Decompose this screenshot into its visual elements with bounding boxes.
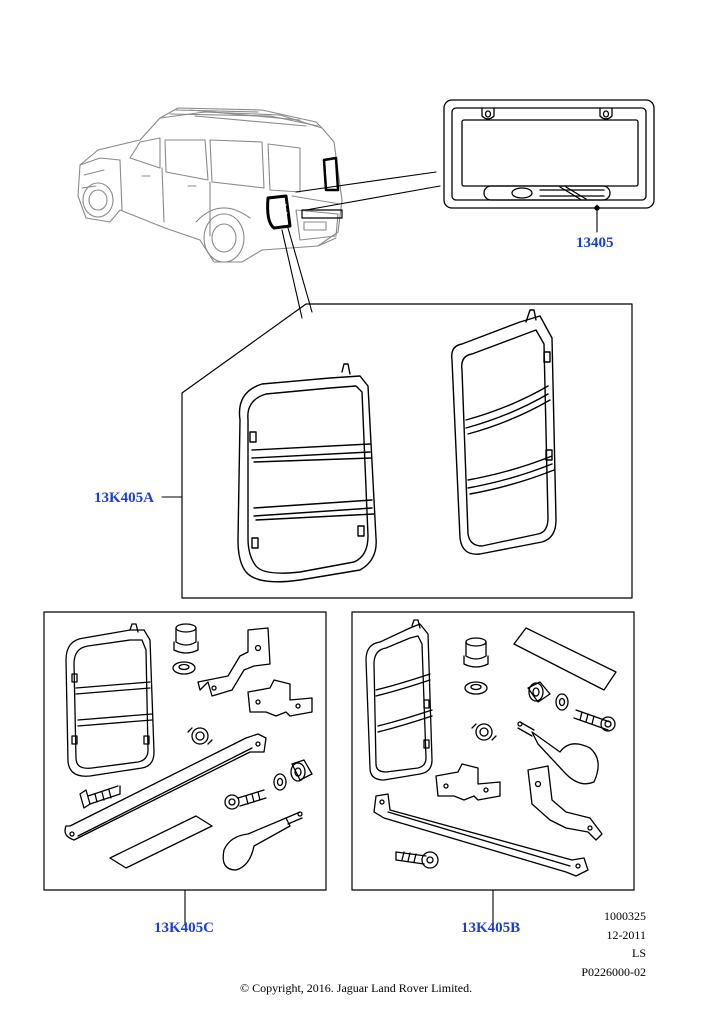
kit-b-box xyxy=(351,611,635,891)
callout-13405[interactable]: 13405 xyxy=(576,235,614,251)
vehicle-illustration xyxy=(77,107,343,263)
kit-b-long-bolt-icon xyxy=(573,709,616,732)
kit-b-screw-icon xyxy=(395,851,439,869)
callout-13K405C[interactable]: 13K405C xyxy=(154,920,214,936)
kit-c-bolt-icon xyxy=(187,727,213,745)
copyright-notice: © Copyright, 2016. Jaguar Land Rover Lim… xyxy=(240,981,473,995)
kit-b-bush-icon xyxy=(527,681,551,703)
kit-b-spacer-icon xyxy=(463,637,489,668)
callout-13K405A[interactable]: 13K405A xyxy=(94,490,154,506)
meta-line-4: P0226000-02 xyxy=(581,964,646,979)
kit-c-box xyxy=(43,611,327,891)
kit-c-guard-icon xyxy=(65,623,155,777)
leader-lines-plate xyxy=(295,171,441,211)
lamp-guard-left-icon xyxy=(237,363,377,583)
kit-c-long-bolt-icon xyxy=(224,789,267,810)
kit-c-strap-icon xyxy=(64,733,267,841)
callout-13K405B[interactable]: 13K405B xyxy=(461,920,521,936)
kit-b-bracket-right-icon xyxy=(527,765,603,841)
kit-c-pad-icon xyxy=(109,815,213,869)
leader-lines-guard xyxy=(281,227,313,319)
kit-c-spacer-icon xyxy=(173,623,199,654)
kit-b-bolt-icon xyxy=(471,723,497,741)
meta-line-2: 12-2011 xyxy=(606,927,646,942)
diagram-metadata: 1000325 12-2011 LS P0226000-02 xyxy=(581,907,646,981)
kit-c-bracket-top-icon xyxy=(197,627,271,697)
vehicle-lamp-guard-icon xyxy=(266,156,340,230)
guard-detail-box xyxy=(181,303,633,599)
kit-b-tool-icon xyxy=(517,721,599,785)
kit-b-guard-icon xyxy=(365,619,433,781)
kit-c-washer-icon xyxy=(172,661,196,675)
kit-c-screw-icon xyxy=(79,785,121,809)
kit-b-bracket-mid-icon xyxy=(435,763,501,801)
kit-c-bracket-mid-icon xyxy=(247,679,313,717)
vehicle-plate-icon xyxy=(301,209,343,219)
kit-b-washer-small-icon xyxy=(555,693,569,711)
kit-b-washer-icon xyxy=(464,681,488,695)
kit-b-pad-icon xyxy=(513,627,617,691)
kit-c-spacer-small-icon xyxy=(273,773,287,791)
meta-line-3: LS xyxy=(631,946,646,960)
kit-c-bush-icon xyxy=(290,759,313,782)
kit-c-tool-icon xyxy=(222,811,303,871)
licence-plate-frame-icon xyxy=(443,99,655,209)
lamp-guard-right-icon xyxy=(451,309,557,555)
meta-line-1: 1000325 xyxy=(604,909,646,923)
kit-b-strap-icon xyxy=(373,793,589,877)
